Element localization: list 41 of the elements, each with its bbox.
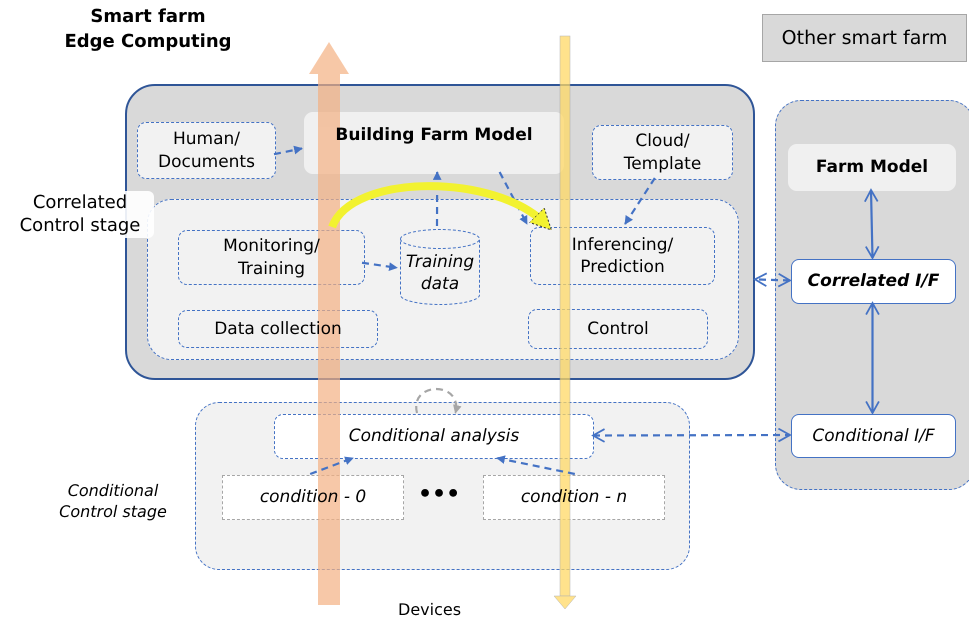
arrow (592, 428, 791, 443)
process-box (528, 309, 708, 349)
node-label: Data collection (214, 318, 342, 340)
node-label: Inferencing/ Prediction (570, 234, 674, 278)
devices-label: Devices (398, 600, 462, 619)
farm-panel (775, 100, 969, 490)
node-label: Conditional I/F (812, 424, 935, 448)
arrow (274, 146, 303, 156)
diagram-title: Smart farm Edge Computing (63, 5, 233, 54)
node-label: Conditional analysis (348, 425, 520, 448)
node-label: Building Farm Model (335, 124, 533, 146)
process-box (530, 227, 715, 285)
ellipsis: ••• (418, 482, 460, 507)
arrow (496, 455, 576, 476)
arrow (754, 272, 791, 288)
node-label: Farm Model (816, 156, 928, 179)
node-label: Human/ Documents (157, 128, 256, 173)
node-label: Correlated I/F (808, 270, 940, 293)
node-label: Training data (404, 250, 476, 296)
node-label: Cloud/ Template (622, 130, 702, 175)
node-label: Control (587, 318, 649, 340)
node-label: condition - 0 (260, 486, 366, 509)
arrow (498, 171, 528, 225)
arrow (865, 302, 880, 414)
farm-box (762, 14, 967, 62)
interface-box (791, 259, 956, 304)
process-box (178, 310, 378, 348)
arrow (624, 177, 656, 225)
process-box (592, 125, 733, 180)
node-label: Monitoring/ Training (222, 235, 321, 280)
arrow (362, 262, 398, 272)
node-label: Other smart farm (782, 26, 948, 50)
interface-box (791, 414, 956, 458)
node-label: condition - n (520, 486, 628, 509)
database-cylinder (400, 229, 480, 305)
arrow (864, 189, 880, 259)
model-box (788, 144, 956, 191)
condition-box (483, 475, 665, 520)
arrow (310, 456, 354, 476)
arrow (415, 388, 461, 414)
process-box (137, 122, 276, 179)
